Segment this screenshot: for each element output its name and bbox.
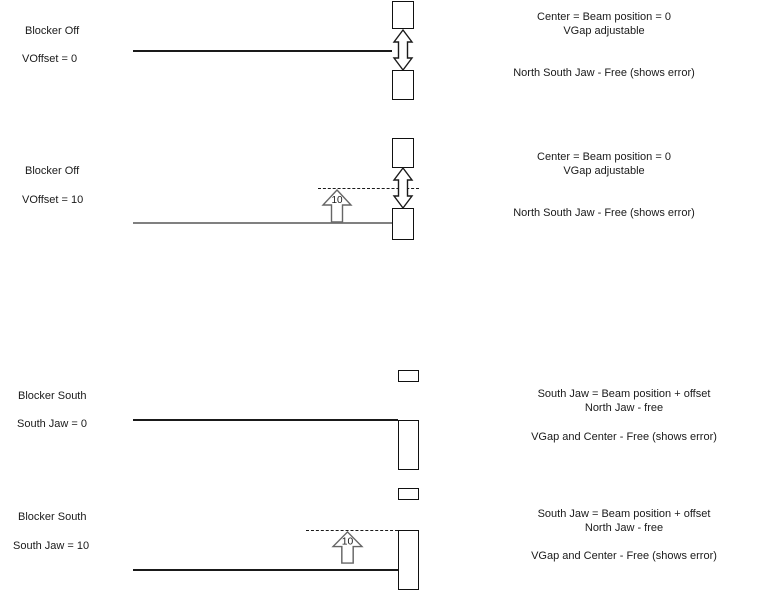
row4-beam-line — [133, 569, 398, 571]
row2-vgap-double-arrow-icon — [392, 166, 414, 210]
row2-label-blocker-state: Blocker Off — [25, 165, 80, 177]
row4-north-jaw-rect — [398, 488, 419, 500]
row4-note-vgap-center: VGap and Center - Free (shows error) — [531, 550, 717, 562]
row4-offset-up-arrow-icon: 10 — [331, 530, 364, 564]
row1-north-jaw-rect — [392, 1, 414, 29]
row3-note-vgap-center: VGap and Center - Free (shows error) — [531, 431, 717, 443]
row4-south-jaw-rect — [398, 530, 419, 590]
row2-beam-line — [133, 222, 392, 224]
row2-north-jaw-rect — [392, 138, 414, 168]
row1-label-voffset: VOffset = 0 — [22, 53, 78, 65]
row4-offset-dashed-line — [306, 530, 398, 531]
row1-beam-line — [133, 50, 392, 52]
row3-note-south-jaw: South Jaw = Beam position + offset — [537, 388, 711, 400]
row1-note-jaw-free: North South Jaw - Free (shows error) — [513, 67, 695, 79]
row2-offset-up-arrow-icon: 10 — [321, 188, 353, 223]
row1-note-vgap: VGap adjustable — [563, 25, 645, 37]
row3-beam-line — [133, 419, 398, 421]
row4-note-north-jaw: North Jaw - free — [584, 522, 664, 534]
row4-offset-value-label: 10 — [342, 537, 354, 548]
row3-label-blocker-state: Blocker South — [18, 390, 87, 402]
row2-note-vgap: VGap adjustable — [563, 165, 645, 177]
row3-note-north-jaw: North Jaw - free — [584, 402, 664, 414]
row4-label-south-jaw: South Jaw = 10 — [13, 540, 90, 552]
row3-south-jaw-rect — [398, 420, 419, 470]
row2-offset-dashed-line — [318, 188, 419, 189]
row2-note-center: Center = Beam position = 0 — [537, 151, 671, 163]
row2-south-jaw-rect — [392, 208, 414, 240]
row4-note-south-jaw: South Jaw = Beam position + offset — [537, 508, 711, 520]
row1-note-center: Center = Beam position = 0 — [537, 11, 671, 23]
row4-label-blocker-state: Blocker South — [18, 511, 87, 523]
row1-south-jaw-rect — [392, 70, 414, 100]
row3-label-south-jaw: South Jaw = 0 — [17, 418, 88, 430]
row2-offset-value-label: 10 — [331, 195, 343, 206]
row2-label-voffset: VOffset = 10 — [22, 194, 84, 206]
row3-north-jaw-rect — [398, 370, 419, 382]
row1-vgap-double-arrow-icon — [392, 28, 414, 72]
row2-note-jaw-free: North South Jaw - Free (shows error) — [513, 207, 695, 219]
row1-label-blocker-state: Blocker Off — [25, 25, 80, 37]
